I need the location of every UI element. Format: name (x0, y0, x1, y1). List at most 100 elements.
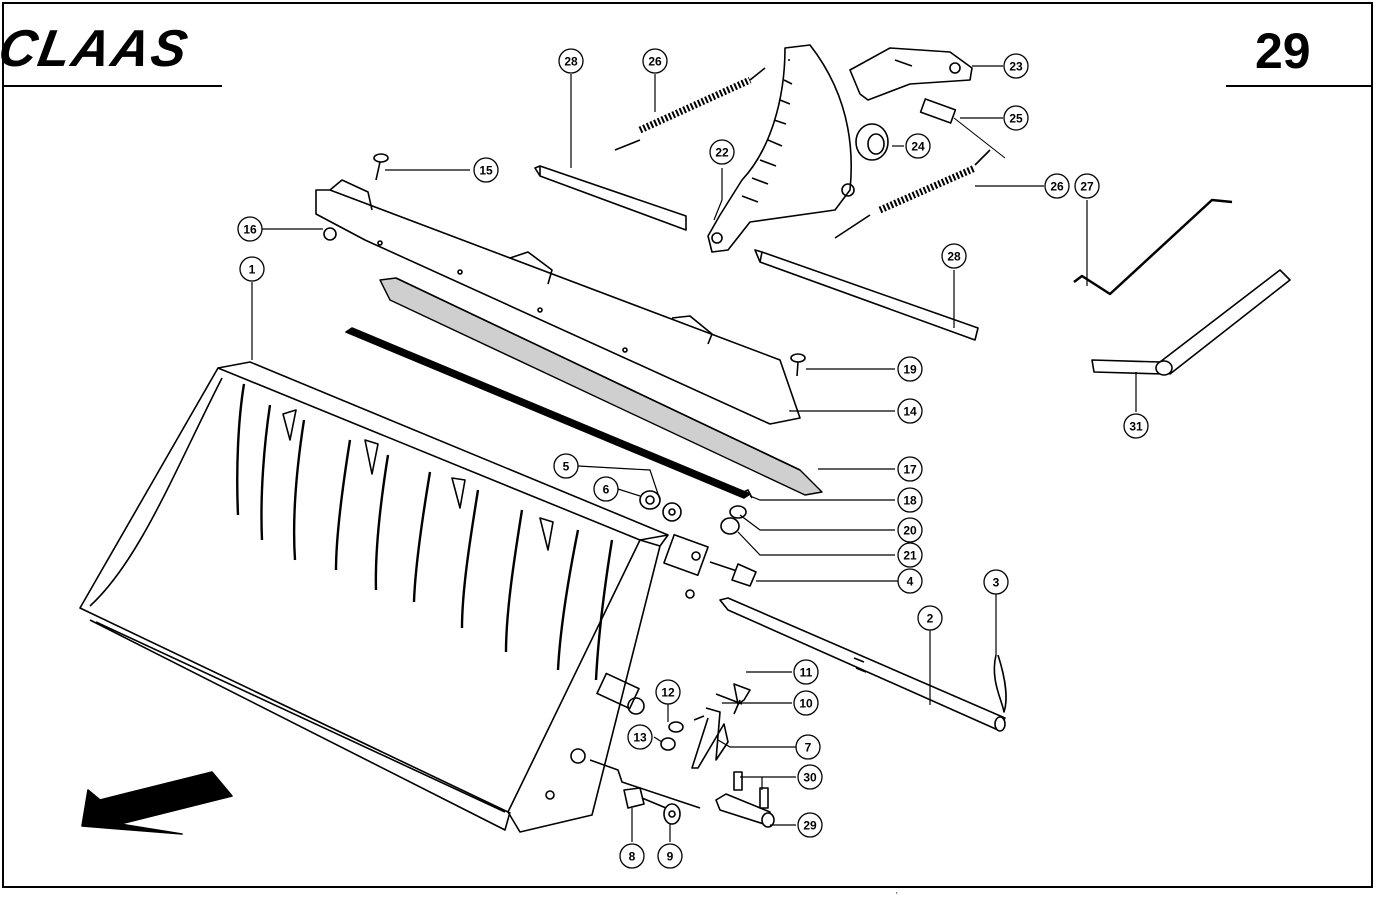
callout-circle (655, 679, 681, 705)
page-number: 29 (1255, 23, 1311, 79)
arrow-down-left-icon (81, 771, 233, 835)
callout-11: 11 (793, 659, 819, 685)
callout-9: 9 (657, 843, 683, 869)
callout-label: 24 (911, 140, 925, 154)
callout-label: 26 (1050, 180, 1064, 194)
callout-label: 9 (667, 850, 674, 864)
callout-31: 31 (1123, 413, 1149, 439)
callout-22: 22 (709, 139, 735, 165)
part-roller (855, 123, 889, 161)
part-lower-hardware (691, 683, 751, 769)
callout-circle (553, 453, 579, 479)
part-springs (614, 67, 991, 239)
callout-circle (642, 48, 668, 74)
callout-24: 24 (905, 133, 931, 159)
callout-label: 31 (1129, 420, 1143, 434)
callout-4: 4 (897, 568, 923, 594)
part-sector (707, 44, 855, 253)
callout-label: 4 (907, 575, 914, 589)
callout-label: 25 (1009, 112, 1023, 126)
callout-16: 16 (237, 216, 263, 242)
callout-label: 6 (603, 483, 610, 497)
callout-circle (897, 542, 923, 568)
callout-label: 12 (661, 686, 675, 700)
part-bolt-4 (709, 561, 757, 587)
callout-26: 26 (642, 48, 668, 74)
callout-circle (793, 659, 819, 685)
callout-circle (473, 157, 499, 183)
callout-27: 27 (1074, 173, 1100, 199)
callout-8: 8 (619, 843, 645, 869)
callout-28: 28 (558, 48, 584, 74)
callout-circle (1003, 105, 1029, 131)
callout-circle (1044, 173, 1070, 199)
callout-label: 1 (249, 263, 256, 277)
callout-1: 1 (239, 256, 265, 282)
callout-label: 18 (903, 494, 917, 508)
callout-circle (1123, 413, 1149, 439)
callout-6: 6 (593, 476, 619, 502)
callout-circle (709, 139, 735, 165)
callout-label: 19 (903, 363, 917, 377)
callout-label: 2 (927, 612, 934, 626)
part-small-hardware (639, 489, 753, 535)
part-pin-29 (715, 771, 775, 828)
callout-circle (897, 398, 923, 424)
callout-20: 20 (897, 517, 923, 543)
callout-label: 11 (800, 666, 813, 680)
callout-label: 29 (803, 819, 817, 833)
callout-10: 10 (793, 690, 819, 716)
callout-label: 22 (715, 146, 729, 160)
callout-15: 15 (473, 157, 499, 183)
callout-circle (905, 133, 931, 159)
callout-30: 30 (797, 764, 823, 790)
callout-circle (593, 476, 619, 502)
callout-label: 7 (805, 741, 812, 755)
callout-21: 21 (897, 542, 923, 568)
callout-circle (1074, 173, 1100, 199)
part-sealing-strip (379, 277, 823, 496)
callout-circle (239, 256, 265, 282)
part-cover-plate (315, 179, 801, 425)
callout-label: 28 (564, 55, 578, 69)
callout-label: 3 (993, 576, 1000, 590)
callout-circle (897, 456, 923, 482)
callout-circle (983, 569, 1009, 595)
callout-circle (917, 605, 943, 631)
callout-circle (795, 734, 821, 760)
callout-circle (941, 243, 967, 269)
callout-circle (897, 568, 923, 594)
callout-circle (793, 690, 819, 716)
callout-14: 14 (897, 398, 923, 424)
callout-23: 23 (1003, 53, 1029, 79)
brand-logo: CLAAS (0, 20, 193, 78)
callout-label: 27 (1080, 180, 1094, 194)
callout-12: 12 (655, 679, 681, 705)
callout-17: 17 (897, 456, 923, 482)
part-trough (79, 361, 709, 833)
callout-circle (627, 724, 653, 750)
callout-circle (797, 812, 823, 838)
callout-label: 17 (903, 463, 917, 477)
callout-7: 7 (795, 734, 821, 760)
exploded-view (79, 44, 1291, 835)
callout-circle (1003, 53, 1029, 79)
callout-label: 15 (479, 164, 493, 178)
callout-26: 26 (1044, 173, 1070, 199)
callout-label: 8 (629, 850, 636, 864)
callout-2: 2 (917, 605, 943, 631)
part-shaft (719, 597, 1006, 732)
callout-circle (558, 48, 584, 74)
callout-circle (619, 843, 645, 869)
callout-label: 14 (903, 405, 917, 419)
part-bushing (919, 98, 1006, 159)
callout-29: 29 (797, 812, 823, 838)
callout-label: 23 (1009, 60, 1023, 74)
callout-circle (897, 356, 923, 382)
callout-3: 3 (983, 569, 1009, 595)
callout-circle (237, 216, 263, 242)
callout-label: 16 (243, 223, 257, 237)
callout-circle (897, 487, 923, 513)
part-rods (534, 165, 979, 341)
